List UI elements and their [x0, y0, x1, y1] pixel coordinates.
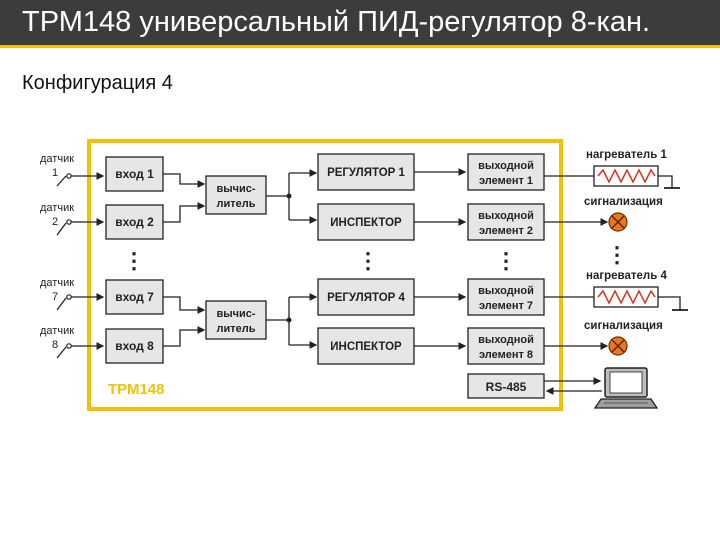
sensor-switch-icon [56, 173, 72, 187]
calculator-block-1: вычис- литель [205, 175, 267, 215]
sensor-switch-icon [56, 219, 72, 236]
sensor-number: 7 [52, 291, 58, 303]
sensor-word: датчик [40, 325, 74, 337]
sensor-number: 1 [52, 167, 58, 179]
output-line1: выходной [478, 334, 534, 346]
controller-label: РЕГУЛЯТОР 1 [327, 167, 405, 179]
ellipsis-loads: ⋮ [606, 242, 628, 267]
output-line1: выходной [478, 160, 534, 172]
output-line1: выходной [478, 285, 534, 297]
wires-calc1-to-controllers [266, 169, 318, 224]
output-line1: выходной [478, 210, 534, 222]
slide-subtitle: Конфигурация 4 [22, 72, 173, 94]
ellipsis-inputs: ⋮ [123, 248, 145, 273]
load-alarm-1: сигнализация [544, 196, 663, 232]
sensor-word: датчик [40, 153, 74, 165]
controller-block-regulator-4: РЕГУЛЯТОР 4 [317, 278, 415, 316]
load-heater-1: нагреватель 1 [544, 149, 680, 189]
input-block-7: вход 7 [105, 279, 164, 315]
output-line2: элемент 7 [479, 300, 533, 312]
wires-calc2-to-controllers [266, 293, 318, 349]
output-line2: элемент 2 [479, 225, 533, 237]
sensor-switch-icon [56, 343, 72, 359]
input-block-1: вход 1 [105, 156, 164, 192]
output-element-1: выходной элемент 1 [467, 153, 545, 191]
input-block-8: вход 8 [105, 328, 164, 364]
sensor-switch-icon [56, 294, 72, 311]
sensor-1: датчик 1 [40, 153, 105, 187]
input-label: вход 2 [115, 215, 154, 229]
calculator-line2: литель [216, 323, 255, 335]
controller-label: РЕГУЛЯТОР 4 [327, 292, 405, 304]
sensor-word: датчик [40, 277, 74, 289]
output-line2: элемент 1 [479, 175, 533, 187]
calculator-line2: литель [216, 198, 255, 210]
input-label: вход 1 [115, 167, 154, 181]
alarm-lamp-icon [608, 336, 628, 356]
sensor-number: 2 [52, 216, 58, 228]
wires-inputs-to-calc-1 [163, 173, 206, 223]
ellipsis-outputs: ⋮ [495, 248, 517, 273]
device-frame [87, 139, 563, 411]
rs485-block: RS-485 [467, 373, 545, 399]
alarm-lamp-icon [608, 212, 628, 232]
heater-icon [593, 286, 659, 308]
controller-block-inspector-1: ИНСПЕКТОР [317, 203, 415, 241]
sensor-8: датчик 8 [40, 325, 105, 359]
load-label: нагреватель 4 [586, 270, 667, 282]
laptop-icon [593, 367, 659, 409]
wires-controllers-to-outputs [414, 168, 467, 350]
rs485-label: RS-485 [486, 380, 527, 394]
wires-inputs-to-calc-2 [163, 296, 206, 347]
heater-icon [593, 165, 659, 187]
output-line2: элемент 8 [479, 349, 533, 361]
controller-label: ИНСПЕКТОР [330, 341, 402, 353]
title-bar: ТРМ148 универсальный ПИД-регулятор 8-кан… [0, 0, 720, 48]
controller-block-inspector-2: ИНСПЕКТОР [317, 327, 415, 365]
calculator-line1: вычис- [216, 308, 255, 320]
rs485-link [544, 377, 602, 395]
load-heater-4: нагреватель 4 [544, 270, 688, 311]
load-label: нагреватель 1 [586, 149, 667, 161]
calculator-line1: вычис- [216, 183, 255, 195]
controller-block-regulator-1: РЕГУЛЯТОР 1 [317, 153, 415, 191]
output-element-7: выходной элемент 7 [467, 278, 545, 316]
sensor-7: датчик 7 [40, 277, 105, 311]
input-label: вход 8 [115, 339, 154, 353]
sensor-word: датчик [40, 202, 74, 214]
device-label: ТРМ148 [108, 381, 165, 398]
slide-title: ТРМ148 универсальный ПИД-регулятор 8-кан… [22, 6, 651, 38]
load-label: сигнализация [584, 320, 663, 332]
ellipsis-controllers: ⋮ [357, 248, 379, 273]
calculator-block-2: вычис- литель [205, 300, 267, 340]
input-label: вход 7 [115, 290, 154, 304]
output-element-8: выходной элемент 8 [467, 327, 545, 365]
load-alarm-2: сигнализация [544, 320, 663, 356]
controller-label: ИНСПЕКТОР [330, 217, 402, 229]
sensor-2: датчик 2 [40, 202, 105, 236]
output-element-2: выходной элемент 2 [467, 203, 545, 241]
sensor-number: 8 [52, 339, 58, 351]
input-block-2: вход 2 [105, 204, 164, 240]
load-label: сигнализация [584, 196, 663, 208]
